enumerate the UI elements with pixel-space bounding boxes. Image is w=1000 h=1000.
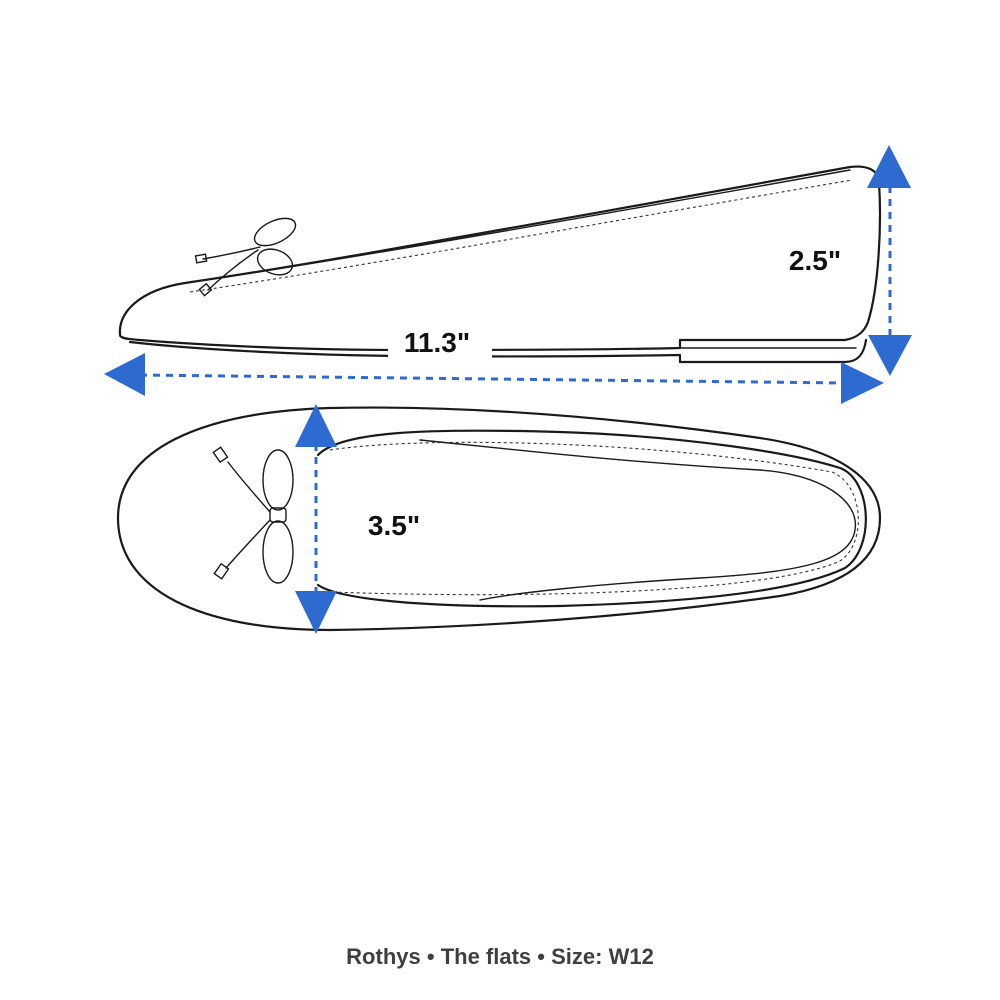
side-topline-stitch bbox=[189, 179, 853, 293]
side-bow-loop-upper bbox=[253, 217, 297, 247]
side-bow-loop-lower bbox=[256, 248, 294, 276]
height-arrowhead-top bbox=[867, 145, 911, 188]
top-bow-tip-1 bbox=[212, 446, 229, 464]
top-bow-knot bbox=[269, 507, 287, 523]
width-arrow-icon bbox=[295, 404, 337, 634]
side-bow-tail-left bbox=[202, 246, 261, 260]
top-bow-tail-lower bbox=[225, 519, 271, 569]
side-bow-tip-1 bbox=[194, 253, 208, 264]
side-topline-binding bbox=[184, 169, 851, 284]
top-bow-tail-upper bbox=[227, 461, 271, 513]
width-label: 3.5" bbox=[368, 510, 420, 541]
top-bow-loop-upper bbox=[262, 449, 294, 511]
side-bow-tip-2 bbox=[198, 282, 213, 297]
caption-separator: • bbox=[426, 944, 435, 969]
side-view-shoe bbox=[118, 165, 882, 364]
length-arrowhead-left bbox=[104, 353, 145, 396]
product-caption: Rothys • The flats • Size: W12 bbox=[0, 944, 1000, 970]
top-view-shoe bbox=[116, 406, 882, 632]
length-label: 11.3" bbox=[404, 327, 470, 358]
width-arrowhead-top bbox=[295, 404, 337, 447]
side-bow-tail-down bbox=[207, 249, 259, 291]
length-arrow-icon bbox=[104, 353, 884, 404]
caption-brand: Rothys bbox=[346, 944, 421, 969]
top-outer-outline bbox=[116, 406, 882, 632]
side-bow bbox=[194, 217, 297, 297]
side-sole bbox=[128, 338, 868, 364]
caption-separator: • bbox=[537, 944, 545, 969]
height-arrowhead-bottom bbox=[868, 335, 912, 376]
length-arrowhead-right bbox=[841, 362, 884, 404]
top-inner-stitch bbox=[329, 441, 859, 596]
top-bow-loop-lower bbox=[262, 520, 294, 584]
length-dim-line bbox=[139, 373, 846, 385]
width-arrowhead-bottom bbox=[295, 591, 337, 634]
top-insole-line bbox=[419, 439, 857, 601]
height-label: 2.5" bbox=[789, 245, 841, 276]
top-inner-opening bbox=[316, 429, 867, 608]
height-arrow-icon bbox=[867, 145, 912, 376]
length-label-backdrop bbox=[388, 326, 492, 364]
top-bow bbox=[212, 446, 294, 584]
top-bow-tip-2 bbox=[213, 562, 230, 580]
side-upper-outline bbox=[118, 165, 882, 352]
caption-size: Size: W12 bbox=[551, 944, 654, 969]
caption-product: The flats bbox=[440, 944, 532, 969]
